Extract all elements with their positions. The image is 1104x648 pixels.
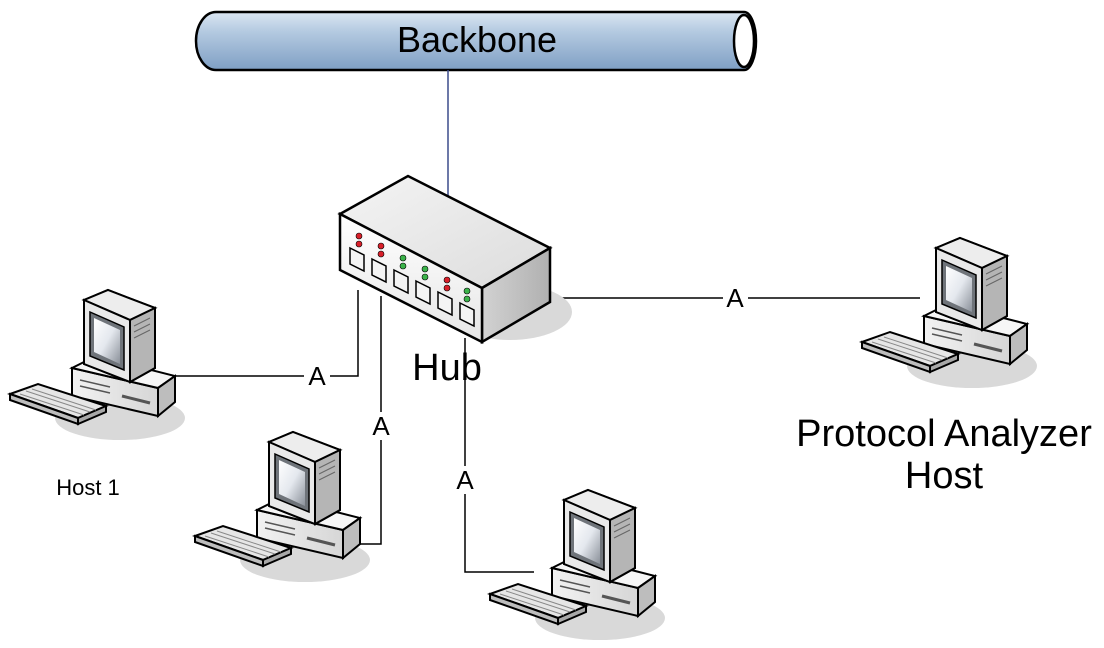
host1-label: Host 1 <box>56 475 120 500</box>
link-label-host1: A <box>308 361 326 391</box>
host1-computer-icon <box>8 288 187 442</box>
hub-label: Hub <box>412 347 482 389</box>
hub-port <box>415 279 431 306</box>
host2-computer-icon <box>193 430 372 584</box>
led-red <box>443 284 451 292</box>
link-label-analyzer: A <box>726 283 744 313</box>
analyzer-computer-icon <box>860 236 1039 390</box>
hub-port <box>393 268 409 295</box>
led-red <box>377 242 385 250</box>
led-green <box>421 273 429 281</box>
analyzer-label-line1: Protocol Analyzer <box>796 413 1092 455</box>
hub-ports <box>349 246 475 328</box>
link-label-host3: A <box>456 465 474 495</box>
hub-port <box>371 257 387 284</box>
hub-leds <box>355 232 471 303</box>
led-green <box>421 265 429 273</box>
led-green <box>463 295 471 303</box>
hub-port <box>349 246 365 273</box>
backbone-label: Backbone <box>397 19 557 60</box>
backbone-pipe: Backbone <box>194 10 758 72</box>
hub-port <box>437 290 453 317</box>
led-red <box>443 276 451 284</box>
led-green <box>399 254 407 262</box>
link-line-host2 <box>352 440 382 545</box>
hub-port <box>459 301 475 328</box>
host3-computer-icon <box>488 488 667 642</box>
led-green <box>463 287 471 295</box>
link-line-host3 <box>464 494 534 573</box>
hub-device: Hub <box>337 174 572 389</box>
pipe-end-cap <box>732 13 756 69</box>
led-red <box>355 232 363 240</box>
link-line-host1-hub <box>330 290 359 377</box>
led-green <box>399 262 407 270</box>
analyzer-label-line2: Host <box>905 455 984 497</box>
led-red <box>355 240 363 248</box>
link-label-host2: A <box>372 411 390 441</box>
led-red <box>377 250 385 258</box>
